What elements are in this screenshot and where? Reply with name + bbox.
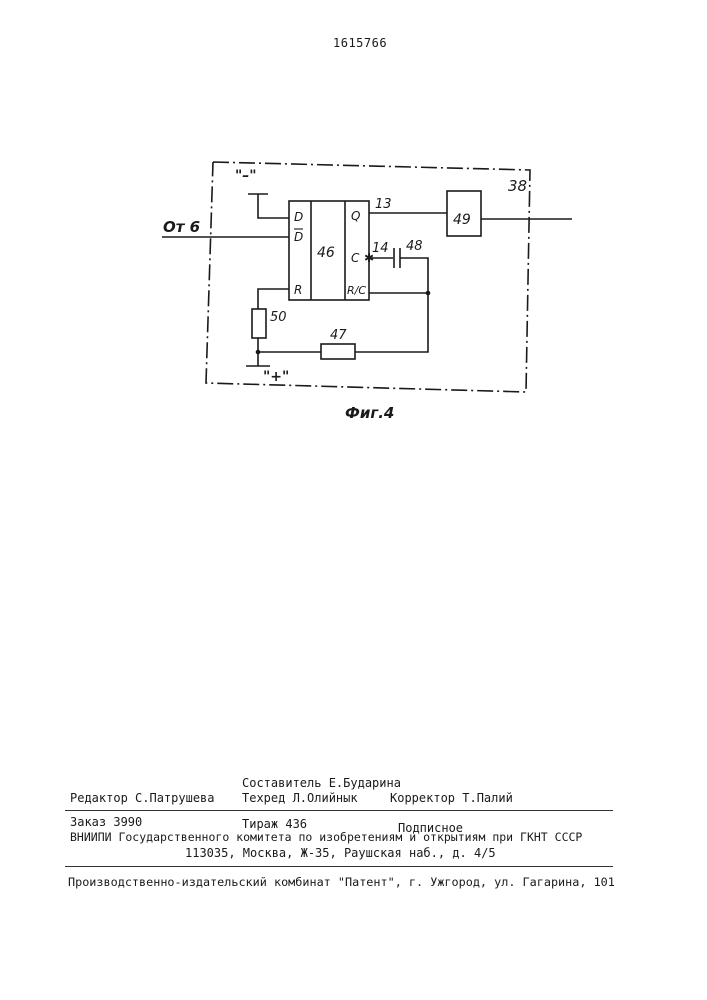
institute-line: ВНИИПИ Государственного комитета по изоб… — [70, 830, 582, 844]
divider — [65, 866, 613, 867]
compiler-line: Составитель Е.Бударина — [242, 776, 401, 790]
divider — [65, 810, 613, 811]
pin-r-label: R — [294, 283, 302, 297]
pin-c-label: C — [351, 251, 360, 265]
pin-rc-label: R/C — [347, 284, 366, 297]
node-13-label: 13 — [375, 197, 392, 212]
pin-d-bar-label: D — [294, 230, 303, 244]
block-38-label: 38 — [508, 177, 527, 195]
minus-wire — [258, 194, 289, 218]
capacitor-48-label: 48 — [406, 239, 423, 254]
pin-d-label: D — [294, 210, 303, 224]
minus-label: "–" — [235, 168, 257, 184]
resistor-47-label: 47 — [330, 328, 347, 343]
resistor-50-label: 50 — [270, 310, 287, 325]
editor-line: Редактор С.Патрушева — [70, 791, 215, 805]
corrector-line: Корректор Т.Палий — [390, 791, 513, 805]
plus-label: "+" — [263, 369, 289, 385]
block-49-label: 49 — [453, 212, 471, 228]
junction-dot — [256, 350, 261, 355]
figure-caption: Фиг.4 — [345, 404, 394, 422]
techred-line: Техред Л.Олийнык — [242, 791, 358, 805]
publisher-line: Производственно-издательский комбинат "П… — [68, 875, 615, 889]
circulation-line: Тираж 436 — [242, 817, 307, 831]
trigger-46-label: 46 — [317, 245, 335, 261]
address-line: 113035, Москва, Ж-35, Раушская наб., д. … — [185, 846, 496, 860]
resistor-47 — [321, 344, 355, 359]
node-14-label: 14 — [372, 241, 389, 256]
junction-dot — [426, 291, 431, 296]
resistor-50 — [252, 309, 266, 338]
input-label: От 6 — [163, 218, 200, 236]
circuit-diagram: ✱ 38 От 6 "–" "+" D D R 46 Q C R/C 13 49… — [0, 0, 707, 440]
pin-q-label: Q — [351, 209, 360, 223]
order-line: Заказ 3990 — [70, 815, 142, 829]
